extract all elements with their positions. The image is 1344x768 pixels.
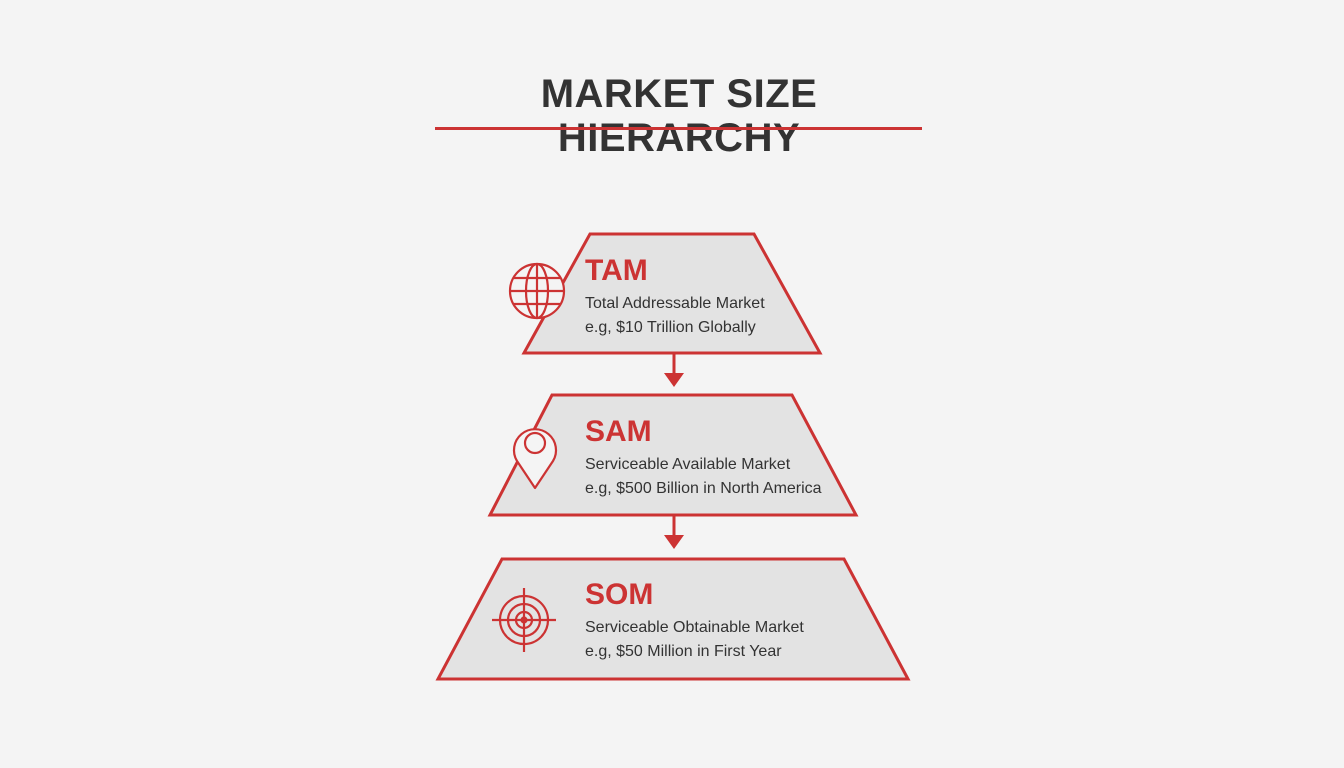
arrow-tam-to-sam: [664, 353, 684, 387]
diagram-title: MARKET SIZE HIERARCHY: [540, 72, 818, 160]
target-icon: [492, 588, 556, 652]
tam-example: e.g, $10 Trillion Globally: [585, 319, 756, 336]
globe-icon: [508, 262, 566, 320]
sam-example: e.g, $500 Billion in North America: [585, 480, 822, 497]
som-example: e.g, $50 Million in First Year: [585, 643, 782, 660]
som-name: Serviceable Obtainable Market: [585, 619, 804, 636]
tam-text-block: TAM Total Addressable Market e.g, $10 Tr…: [585, 254, 765, 340]
tam-name: Total Addressable Market: [585, 295, 765, 312]
som-trapezoid: [435, 557, 911, 681]
som-text-block: SOM Serviceable Obtainable Market e.g, $…: [585, 578, 804, 664]
tam-abbr: TAM: [585, 254, 648, 287]
sam-trapezoid: [487, 393, 859, 517]
arrow-sam-to-som: [664, 515, 684, 549]
som-abbr: SOM: [585, 578, 654, 611]
sam-name: Serviceable Available Market: [585, 456, 791, 473]
title-underline: [435, 127, 922, 130]
sam-text-block: SAM Serviceable Available Market e.g, $5…: [585, 415, 822, 501]
sam-abbr: SAM: [585, 415, 652, 448]
location-pin-icon: [512, 428, 558, 490]
